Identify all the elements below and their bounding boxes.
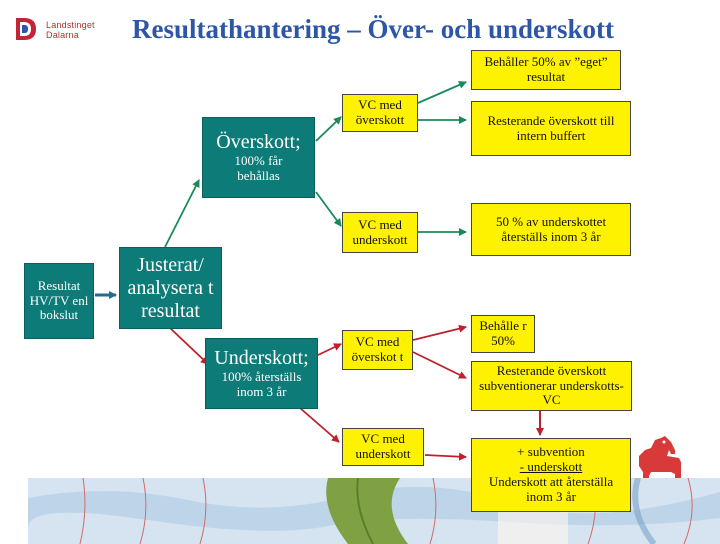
- arrow-vc-behaller-50: [417, 81, 467, 104]
- box-vc-underskott-2-text: VC med underskott: [355, 431, 411, 461]
- dalarna-logo-icon: [16, 18, 36, 40]
- box-resultat-text: Resultat HV/TV enl bokslut: [29, 277, 89, 323]
- arrow-overskott-vc-overskott: [315, 116, 342, 142]
- box-behaller-50-text: Behålle r 50%: [479, 318, 527, 348]
- dala-horse-icon: [639, 436, 681, 488]
- box-underskott: Underskott; 100% återställs inom 3 år: [205, 338, 318, 409]
- arrow-overskott-vc-underskott: [315, 191, 342, 227]
- box-underskott-title: Underskott;: [214, 347, 309, 370]
- logo-text-line2: Dalarna: [46, 30, 79, 40]
- slide-title: Resultathantering – Över- och underskott: [132, 14, 614, 44]
- arrow-justerat-overskott: [164, 179, 200, 248]
- logo: Landstinget Dalarna: [8, 10, 108, 46]
- box-resterande-buffert: Resterande överskott till intern buffert: [471, 101, 631, 156]
- box-resterande-subv: Resterande överskott subventionerar unde…: [471, 361, 632, 411]
- arrow-underskott-vc-overskott: [317, 343, 342, 356]
- box-vc-overskott-1-text: VC med överskott: [355, 97, 405, 127]
- box-resultat: Resultat HV/TV enl bokslut: [24, 263, 94, 339]
- box-femtio-underskott-text: 50 % av underskottet återställs inom 3 å…: [495, 213, 607, 244]
- box-subvention-line2: - underskott: [519, 459, 583, 475]
- box-overskott-sub: 100% får behållas: [234, 153, 283, 183]
- box-vc-overskott-2: VC med överskot t: [342, 330, 413, 370]
- box-behaller-50: Behålle r 50%: [471, 315, 535, 353]
- box-subvention-line3: Underskott att återställa inom 3 år: [488, 474, 614, 504]
- box-resterande-subv-text: Resterande överskott subventionerar unde…: [479, 362, 624, 408]
- box-subvention-line1: + subvention: [517, 444, 585, 460]
- textile-pattern-band: [28, 478, 720, 544]
- box-vc-overskott-1: VC med överskott: [342, 94, 418, 132]
- box-behaller-50-eget-text: Behåller 50% av ”eget” resultat: [484, 54, 608, 84]
- arrow-underskott-vc-underskott: [299, 407, 340, 443]
- box-vc-underskott-2: VC med underskott: [342, 428, 424, 466]
- box-resterande-buffert-text: Resterande överskott till intern buffert: [487, 112, 615, 143]
- box-overskott-title: Överskott;: [216, 131, 301, 154]
- arrow-vc-behaller-r: [412, 324, 467, 341]
- arrow-vc-resterande-subv: [412, 351, 467, 379]
- box-vc-underskott-1-text: VC med underskott: [352, 216, 408, 247]
- box-vc-underskott-1: VC med underskott: [342, 212, 418, 253]
- arrow-justerat-underskott: [169, 327, 209, 365]
- box-justerat: Justerat/ analysera t resultat: [119, 247, 222, 329]
- box-justerat-text: Justerat/ analysera t resultat: [127, 253, 214, 322]
- logo-text: Landstinget Dalarna: [46, 20, 95, 40]
- box-femtio-underskott: 50 % av underskottet återställs inom 3 å…: [471, 203, 631, 256]
- box-overskott: Överskott; 100% får behållas: [202, 117, 315, 198]
- box-behaller-50-eget: Behåller 50% av ”eget” resultat: [471, 50, 621, 90]
- box-subvention: + subvention - underskott Underskott att…: [471, 438, 631, 512]
- box-underskott-sub: 100% återställs inom 3 år: [221, 369, 302, 399]
- box-vc-overskott-2-text: VC med överskot t: [351, 334, 404, 364]
- arrow-vc-subvention: [424, 452, 467, 461]
- logo-text-line1: Landstinget: [46, 20, 95, 30]
